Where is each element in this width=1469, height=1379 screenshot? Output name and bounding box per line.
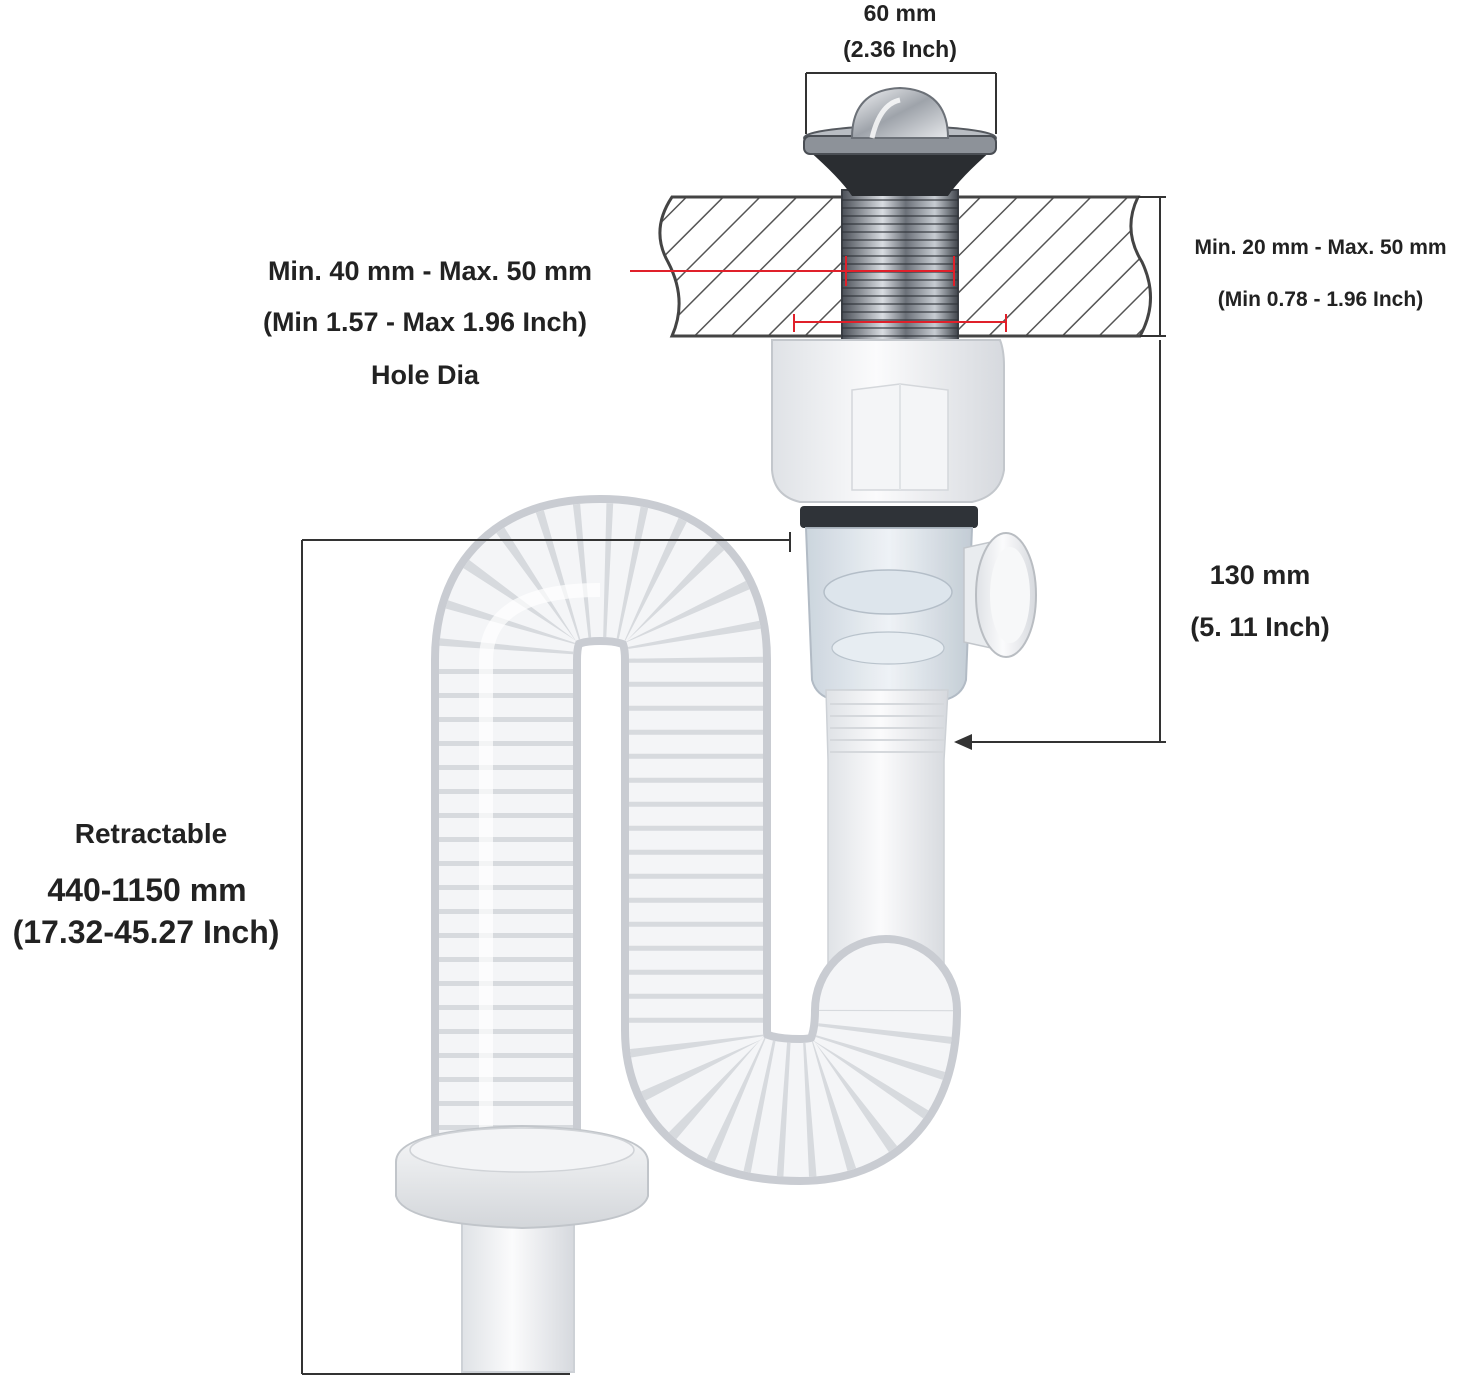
height-arrow-icon xyxy=(954,734,972,750)
hose-length-mm: 440-1150 mm xyxy=(47,872,247,908)
hose-icon xyxy=(431,494,961,1205)
hole-diameter-mm: Min. 40 mm - Max. 50 mm xyxy=(267,256,593,286)
strainer-width-inch: (2.36 Inch) xyxy=(843,36,957,62)
drain-nut-body xyxy=(771,339,1005,503)
hole-diameter-marker xyxy=(630,256,1007,332)
hole-diameter-caption: Hole Dia xyxy=(370,360,480,390)
floor-flange-icon xyxy=(395,1124,649,1373)
trap-height-mm: 130 mm xyxy=(1209,560,1311,590)
trap-height-inch: (5. 11 Inch) xyxy=(1190,612,1330,642)
hole-diameter-inch: (Min 1.57 - Max 1.96 Inch) xyxy=(262,307,588,337)
counter-thickness-inch: (Min 0.78 - 1.96 Inch) xyxy=(1217,288,1424,311)
strainer-width-mm: 60 mm xyxy=(863,0,937,26)
trap-icon xyxy=(800,506,1037,701)
tailpiece xyxy=(825,689,949,1011)
dimension-lines xyxy=(301,72,1166,1375)
hose-length-inch: (17.32-45.27 Inch) xyxy=(12,914,280,950)
hose-length-caption: Retractable xyxy=(74,818,228,849)
counter-thickness-mm: Min. 20 mm - Max. 50 mm xyxy=(1194,236,1447,259)
